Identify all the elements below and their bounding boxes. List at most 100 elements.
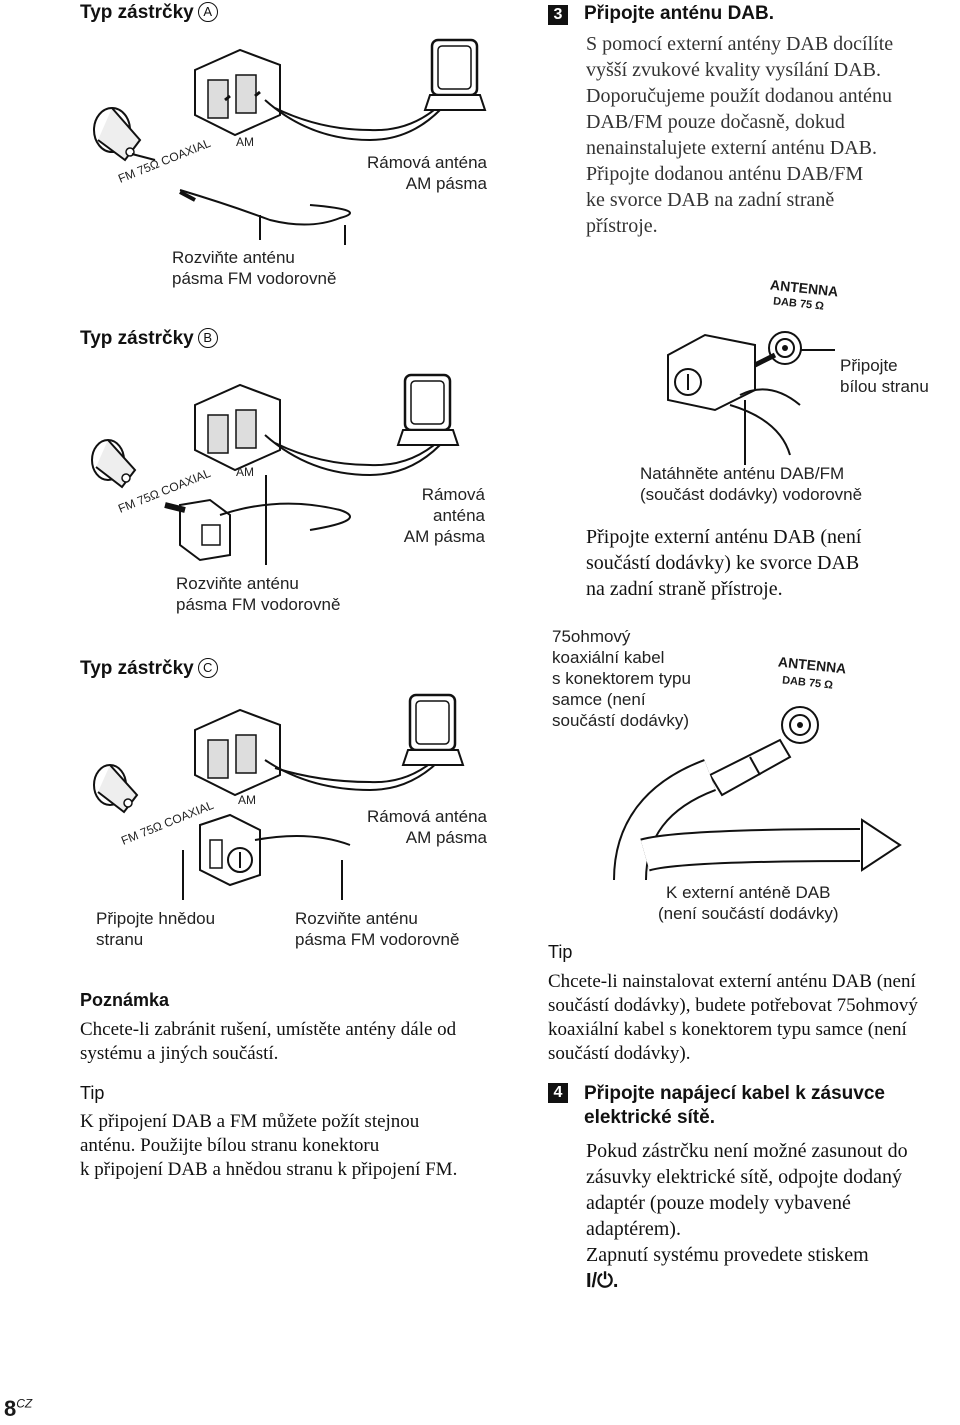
label-line: (součást dodávky) vodorovně [640,485,863,504]
text-line: adaptér (pouze modely vybavené [586,1192,851,1214]
label-line: samce (není [552,690,646,709]
figure-plug-a [93,38,487,245]
step-title: Připojte anténu DAB. [584,3,775,24]
note-heading: Poznámka [80,990,170,1010]
text-line: vyšší zvukové kvality vysílání DAB. [586,59,881,81]
text-line: ke svorce DAB na zadní straně [586,189,835,211]
text-line: součástí dodávky) ke svorce DAB [586,552,860,574]
text-line: K připojení DAB a FM můžete požít stejno… [80,1111,420,1132]
am-loop-antenna-icon [396,373,460,446]
text-line: koaxiální kabel s konektorem typu samce … [548,1019,907,1040]
text-line: Připojte externí anténu DAB (není [586,526,862,548]
am-terminal-icon [194,383,281,472]
fm-adapter-icon [164,498,231,562]
am-terminal-icon [194,48,281,137]
stretch-antenna-label: Natáhněte anténu DAB/FM (součást dodávky… [640,463,862,505]
label-line: Natáhněte anténu DAB/FM [640,464,845,483]
arrow-right-icon [861,818,902,872]
label-line: bílou stranu [840,377,929,396]
text-line: nenainstalujete externí anténu DAB. [586,137,878,159]
figure-plug-b [91,373,460,565]
brown-side-label: Připojte hnědou stranu [96,908,215,950]
dab-fm-connector-icon [199,813,261,887]
title-line: Připojte napájecí kabel k zásuvce [584,1083,885,1104]
label-line: Rozviňte anténu [295,909,418,928]
label-line: součástí dodávky) [552,711,690,730]
text-line: Připojte dodanou anténu DAB/FM [586,163,864,185]
text-line: systému a jiných součástí. [80,1043,279,1064]
dab-terminal-icon [768,331,802,365]
text-line: na zadní straně přístroje. [586,578,783,600]
dab-terminal-icon [781,706,819,744]
fm-plug-icon [93,107,156,162]
tip-heading: Tip [80,1083,105,1103]
coax-plug-icon [708,738,792,797]
coax-cable-label: 75ohmový koaxiální kabel s konektorem ty… [552,626,691,731]
text-line: Zapnutí systému provedete stiskem [586,1244,869,1266]
label-line: Rámová anténa [366,807,487,826]
am-label: AM [236,135,254,149]
label-line: (není součástí dodávky) [658,904,839,923]
figure-coax-cable [613,706,902,885]
label-line: s konektorem typu [552,669,691,688]
step-3-heading: 3 Připojte anténu DAB. [548,3,774,25]
plug-letter-c: C [197,658,218,678]
dab-connector-icon [667,333,777,412]
fm-wire-label: Rozviňte anténu pásma FM vodorovně [172,247,336,289]
label-line: Rozviňte anténu [176,574,299,593]
step-3-text: S pomocí externí antény DAB docílíte vyš… [586,31,893,239]
figure-dab-connect [667,331,835,465]
label-line: K externí anténě DAB [666,883,831,902]
fm-plug-icon [93,764,139,814]
language-code: CZ [16,1396,33,1411]
plug-letter-b: B [197,328,218,348]
text-line: Pokud zástrčku není možné zasunout do [586,1140,908,1162]
figure-plug-c [93,693,465,900]
am-terminal-icon [194,708,281,797]
text-line: DAB/FM pouze dočasně, dokud [586,111,845,133]
am-loop-antenna-icon [401,693,465,766]
heading-text: Typ zástrčky [80,328,194,349]
antenna-label: ANTENNA [777,653,848,677]
text-line: Chcete-li zabránit rušení, umístěte anté… [80,1019,457,1040]
am-label: AM [236,465,254,479]
am-loop-antenna-label: Rámová anténa AM pásma [365,806,487,848]
note-text: Chcete-li zabránit rušení, umístěte anté… [80,1018,456,1066]
fm-wire-label: Rozviňte anténu pásma FM vodorovně [176,573,340,615]
label-line: Připojte [840,356,898,375]
text-line: k připojení DAB a hnědou stranu k připoj… [80,1159,458,1180]
label-line: koaxiální kabel [552,648,665,667]
text-line: zásuvky elektrické sítě, odpojte dodaný [586,1166,903,1188]
fm-wire-label: Rozviňte anténu pásma FM vodorovně [295,908,459,950]
label-line: AM pásma [405,828,487,847]
page-number: 8CZ [4,1396,32,1422]
text-line: S pomocí externí antény DAB docílíte [586,33,894,55]
am-loop-antenna-icon [423,38,487,111]
fm-wire [179,189,352,226]
heading-text: Typ zástrčky [80,658,194,679]
title-line: elektrické sítě. [584,1107,715,1128]
text-line: přístroje. [586,215,658,237]
am-loop-antenna-label: Rámová anténa AM pásma [365,484,485,547]
external-dab-text: Připojte externí anténu DAB (není součás… [586,524,862,602]
text-line: součástí dodávky). [548,1043,691,1064]
label-line: stranu [96,930,144,949]
to-external-antenna-label: K externí anténě DAB (není součástí dodá… [658,882,838,924]
am-loop-antenna-label: Rámová anténa AM pásma [365,152,487,194]
white-side-label: Připojte bílou stranu [840,355,929,397]
label-line: Rámová anténa [366,153,487,172]
label-line: Připojte hnědou [96,909,216,928]
dab-75-label: DAB 75 Ω [781,674,834,692]
label-line: AM pásma [403,527,485,546]
tip-heading: Tip [548,942,573,962]
text-line: součástí dodávky), budete potřebovat 75o… [548,995,918,1016]
text-line: adaptérem). [586,1218,681,1240]
text-line: anténu. Použijte bílou stranu konektoru [80,1135,380,1156]
label-line: pásma FM vodorovně [295,930,460,949]
step-number-badge: 4 [548,1083,568,1103]
text-line: Chcete-li nainstalovat externí anténu DA… [548,971,916,992]
step-4-text: Pokud zástrčku není možné zasunout do zá… [586,1138,908,1294]
